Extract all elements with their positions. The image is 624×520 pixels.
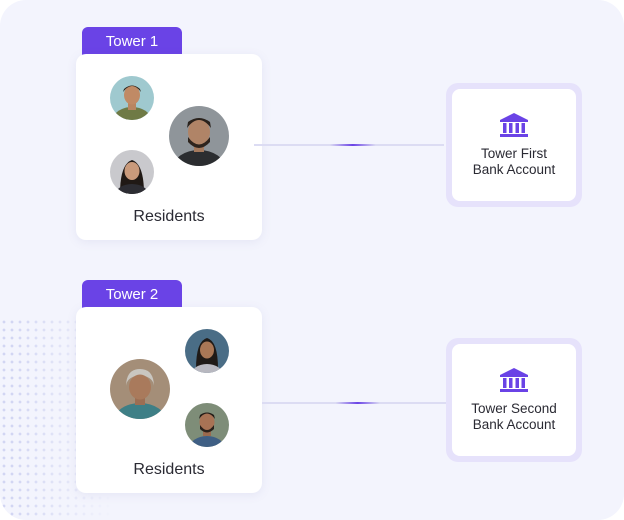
- tower-1-connector: [254, 144, 444, 146]
- resident-avatar: [110, 76, 154, 120]
- bank-label: Tower First Bank Account: [472, 146, 556, 177]
- resident-avatar: [185, 403, 229, 447]
- bank-icon: [500, 368, 528, 392]
- resident-avatar: [185, 329, 229, 373]
- tower-2-tab: Tower 2: [82, 280, 182, 310]
- card-label: Residents: [133, 208, 205, 225]
- tower-1-bank-account: Tower First Bank Account: [446, 83, 582, 207]
- resident-avatar: [110, 359, 170, 419]
- card-label: Residents: [133, 461, 205, 478]
- tower-1-tab: Tower 1: [82, 27, 182, 57]
- resident-avatar: [110, 150, 154, 194]
- tower-2-residents-card: Residents: [76, 307, 262, 493]
- tower-1-residents-card: Residents: [76, 54, 262, 240]
- tower-2-connector: [262, 402, 446, 404]
- bank-label: Tower Second Bank Account: [471, 401, 557, 432]
- tower-2-bank-account: Tower Second Bank Account: [446, 338, 582, 462]
- resident-avatar: [169, 106, 229, 166]
- bank-icon: [500, 113, 528, 137]
